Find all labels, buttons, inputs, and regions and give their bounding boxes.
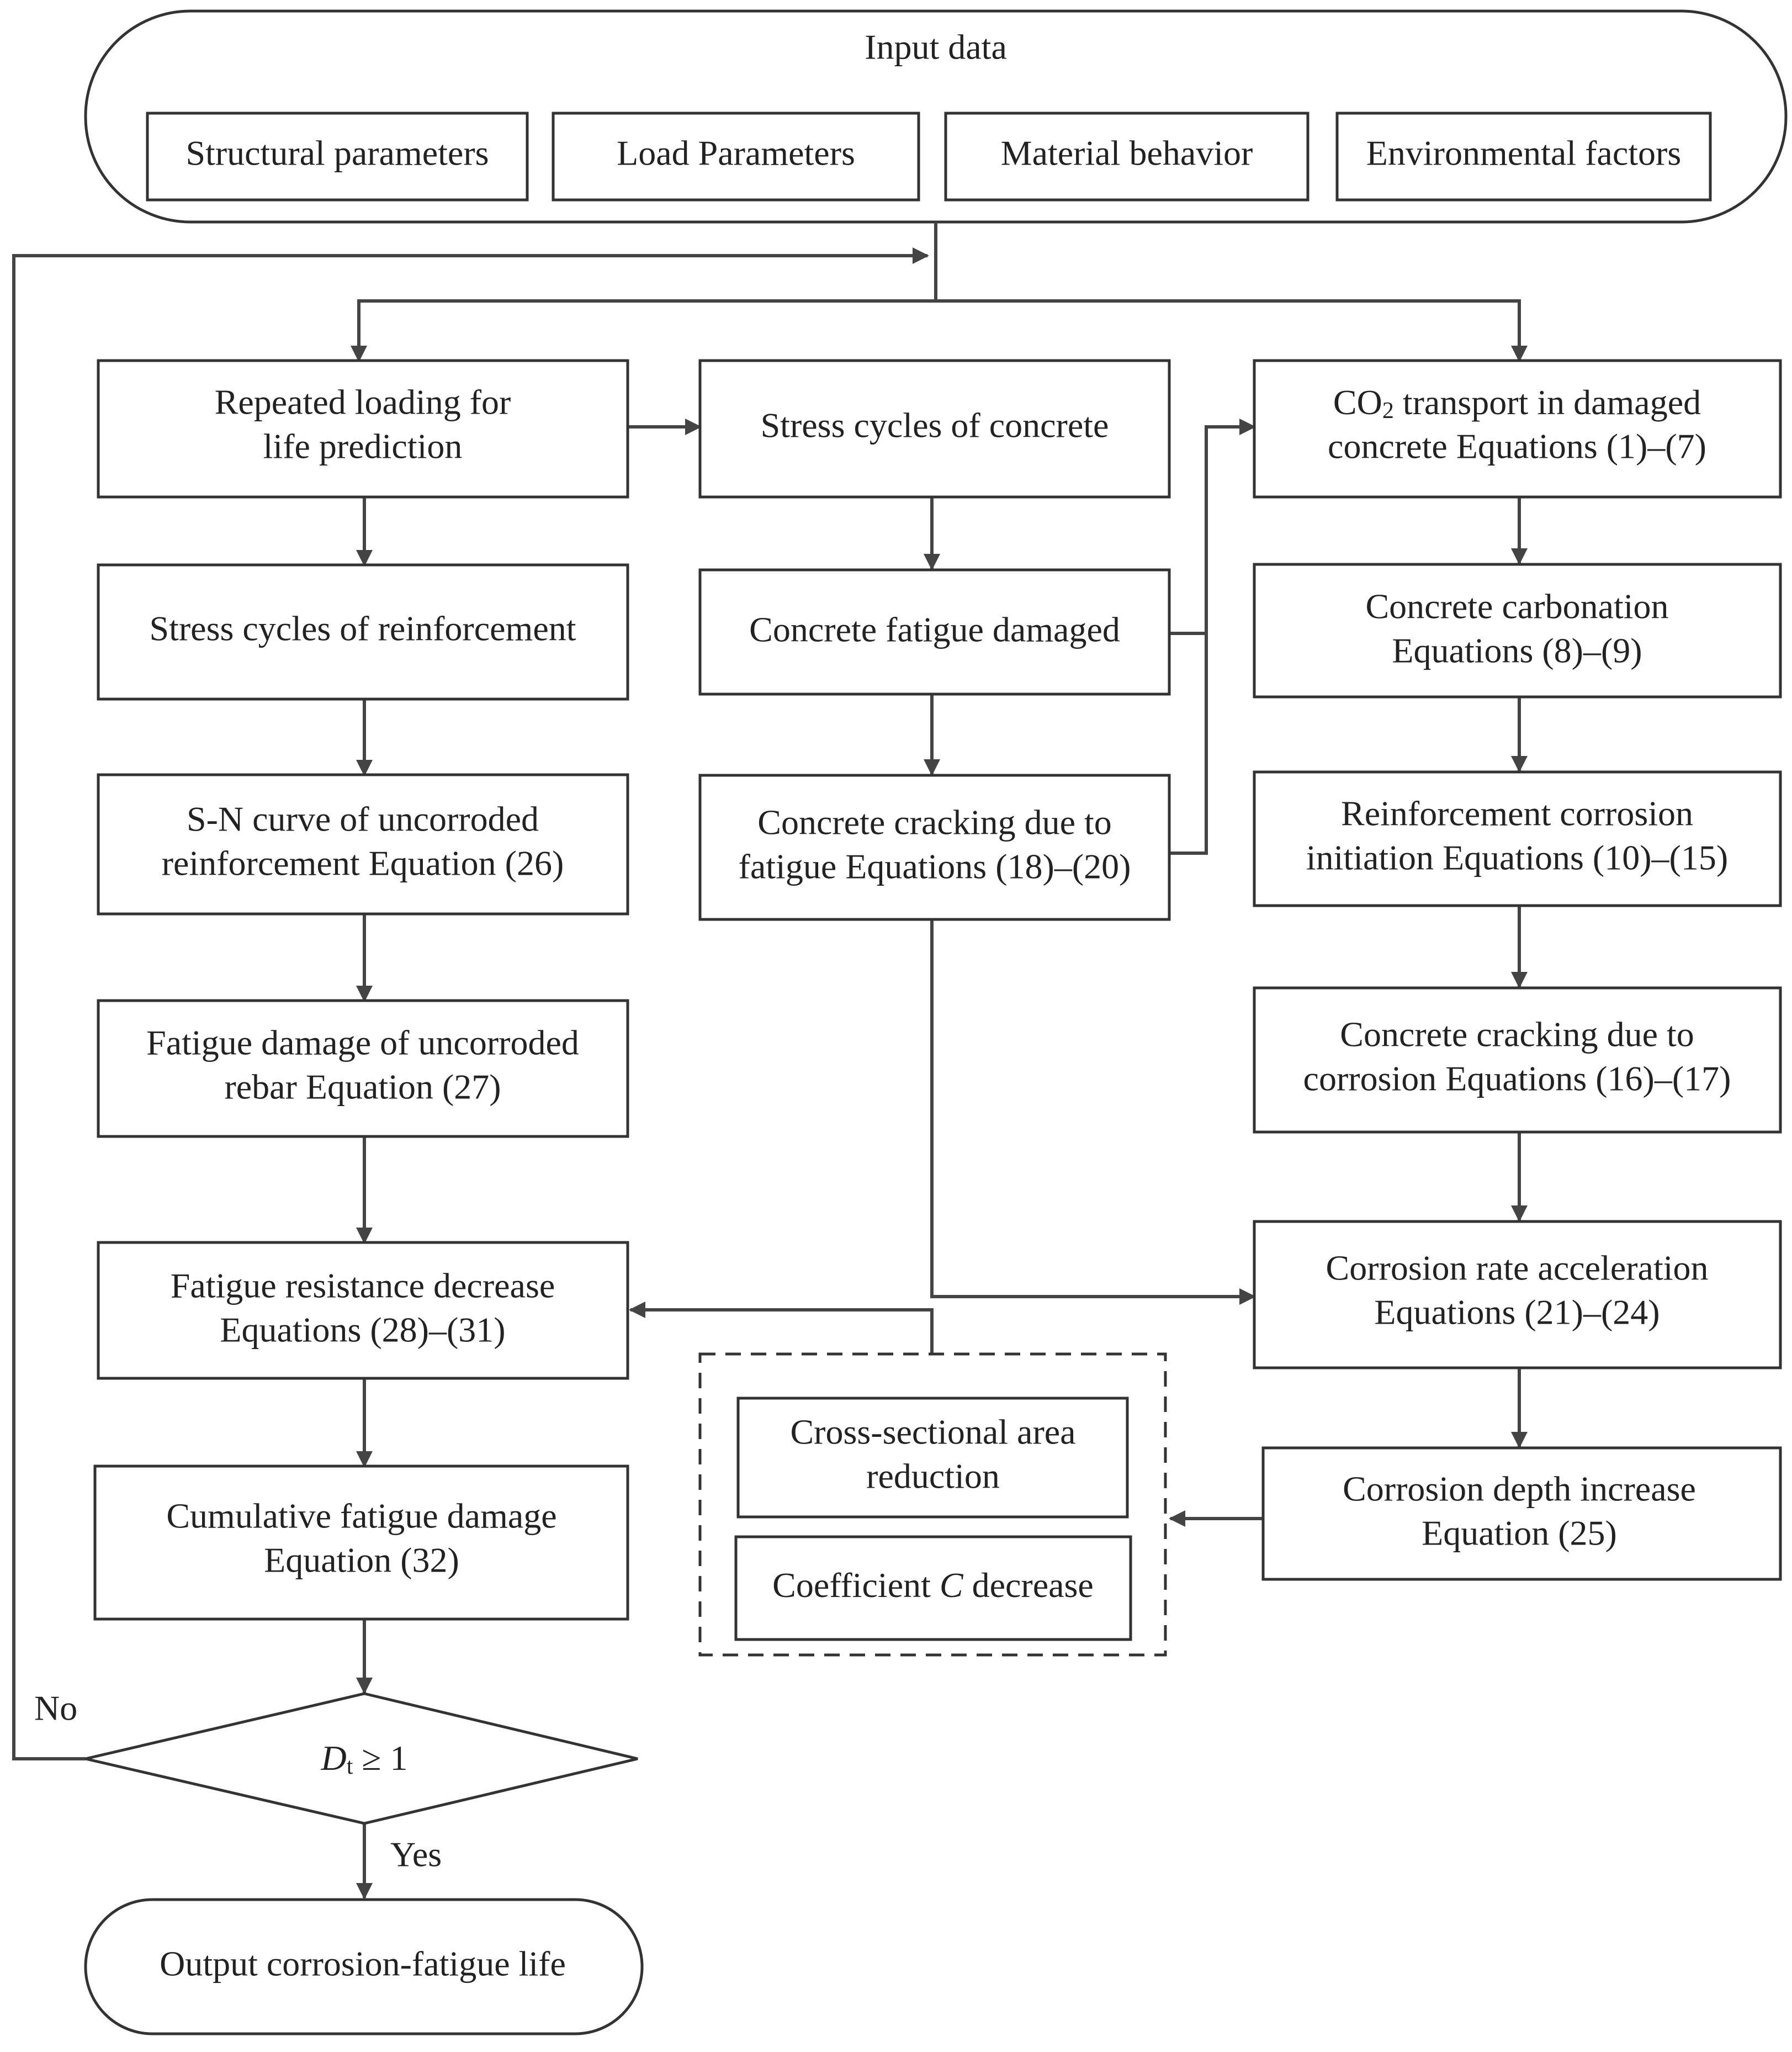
arrow-to-repeated-loading — [351, 299, 936, 362]
fatigue-damage-line1: Fatigue damage of uncorroded — [146, 1023, 579, 1062]
cracking-fatigue-line1: Concrete cracking due to — [757, 803, 1112, 842]
right-column: CO2 transport in damaged concrete Equati… — [1253, 359, 1782, 1581]
cumulative-damage-line2: Equation (32) — [264, 1541, 459, 1580]
arrow-to-co2-from-cracking — [1169, 419, 1256, 855]
carbonation-box — [1253, 563, 1782, 699]
decision-condition: Dt ≥ 1 — [320, 1738, 407, 1779]
structural-parameters-box — [146, 112, 529, 202]
cumulative-damage-box — [93, 1464, 629, 1621]
connectors — [12, 222, 1528, 1900]
decision-diamond — [85, 1692, 638, 1825]
cross-section-box — [736, 1397, 1129, 1519]
arrow-to-resistance-from-dashed — [629, 1302, 934, 1354]
rate-acceleration-box — [1253, 1220, 1782, 1369]
fatigue-damage-line2: rebar Equation (27) — [224, 1067, 501, 1107]
fatigue-damage-box — [97, 999, 629, 1138]
output-terminal — [84, 1898, 644, 2035]
sn-curve-line1: S-N curve of uncorroded — [187, 800, 539, 839]
initiation-line1: Reinforcement corrosion — [1341, 794, 1693, 833]
initiation-box — [1253, 770, 1782, 907]
resistance-decrease-line2: Equations (28)–(31) — [220, 1310, 505, 1350]
repeated-loading-line1: Repeated loading for — [215, 383, 511, 422]
decision-group: Dt ≥ 1 No Yes — [34, 1689, 638, 1874]
cracking-fatigue-box — [698, 774, 1171, 921]
carbonation-line2: Equations (8)–(9) — [1392, 631, 1642, 670]
co2-transport-line1: CO2 transport in damaged — [1333, 383, 1701, 424]
arrow-no-loop — [12, 247, 929, 1760]
depth-increase-line2: Equation (25) — [1422, 1514, 1617, 1553]
fatigue-damaged-label: Concrete fatigue damaged — [749, 610, 1120, 649]
material-behavior-box — [944, 112, 1309, 202]
initiation-line2: initiation Equations (10)–(15) — [1306, 838, 1728, 877]
resistance-decrease-line1: Fatigue resistance decrease — [171, 1266, 555, 1305]
carbonation-line1: Concrete carbonation — [1365, 587, 1668, 626]
coefficient-box — [734, 1535, 1132, 1641]
cumulative-damage-line1: Cumulative fatigue damage — [166, 1496, 556, 1536]
input-data-title: Input data — [865, 28, 1007, 67]
cracking-fatigue-line2: fatigue Equations (18)–(20) — [739, 847, 1131, 886]
repeated-loading-line2: life prediction — [263, 427, 463, 466]
fatigue-damaged-box — [698, 568, 1171, 696]
depth-increase-box — [1261, 1446, 1782, 1581]
sn-curve-line2: reinforcement Equation (26) — [162, 844, 564, 883]
stress-concrete-label: Stress cycles of concrete — [761, 406, 1109, 445]
yes-label: Yes — [390, 1835, 442, 1874]
no-label: No — [34, 1689, 77, 1728]
stress-reinforcement-label: Stress cycles of reinforcement — [149, 609, 576, 648]
repeated-loading-box — [97, 359, 629, 499]
cracking-corrosion-line1: Concrete cracking due to — [1340, 1015, 1694, 1054]
cracking-corrosion-box — [1253, 986, 1782, 1134]
arrow-to-co2-transport — [936, 299, 1528, 362]
arrow-to-rate-acceleration — [930, 919, 1256, 1305]
middle-column: Stress cycles of concrete Concrete fatig… — [698, 359, 1171, 1657]
co2-transport-line2: concrete Equations (1)–(7) — [1328, 427, 1706, 466]
load-parameters-box — [552, 112, 920, 202]
environmental-factors-box — [1335, 112, 1712, 202]
depth-increase-line1: Corrosion depth increase — [1343, 1469, 1696, 1509]
cross-section-line1: Cross-sectional area — [790, 1413, 1075, 1452]
rate-acceleration-line2: Equations (21)–(24) — [1374, 1293, 1660, 1332]
stress-reinforcement-box — [97, 563, 629, 701]
coefficient-label: Coefficient C decrease — [772, 1566, 1094, 1605]
co2-transport-box — [1253, 359, 1782, 499]
material-behavior-label: Material behavior — [1001, 134, 1253, 173]
load-parameters-label: Load Parameters — [617, 134, 855, 173]
sn-curve-box — [97, 773, 629, 916]
stress-concrete-box — [698, 359, 1171, 499]
output-label: Output corrosion-fatigue life — [160, 1944, 566, 1984]
environmental-factors-label: Environmental factors — [1366, 134, 1681, 173]
cross-section-line2: reduction — [866, 1457, 1000, 1496]
structural-parameters-label: Structural parameters — [185, 134, 489, 173]
cracking-corrosion-line2: corrosion Equations (16)–(17) — [1303, 1059, 1731, 1098]
left-column: Repeated loading for life prediction Str… — [93, 359, 629, 1621]
resistance-decrease-box — [97, 1241, 629, 1380]
rate-acceleration-line1: Corrosion rate acceleration — [1326, 1249, 1709, 1288]
section-loss-dashed-group — [698, 1352, 1167, 1657]
input-data-group: Input data Structural parameters Load Pa… — [84, 9, 1788, 224]
